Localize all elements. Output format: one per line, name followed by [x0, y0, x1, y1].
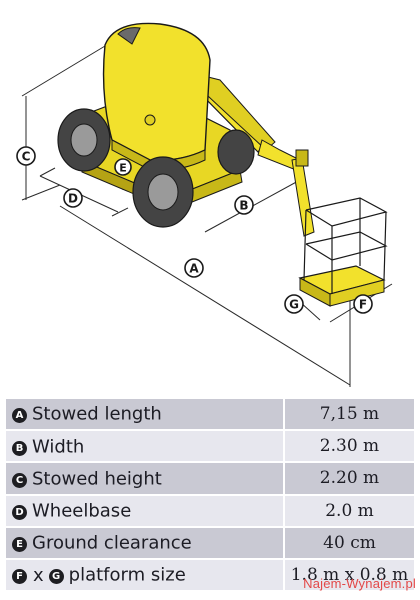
letter-badge-c: C — [12, 472, 27, 488]
spec-row-stowed-height: C Stowed height 2.20 m — [6, 462, 414, 496]
letter-badge-b: B — [12, 440, 27, 456]
letter-badge-e: E — [12, 537, 27, 553]
spec-label-cell: E Ground clearance — [6, 526, 285, 560]
svg-text:B: B — [239, 199, 248, 213]
spec-label: Width — [32, 436, 85, 458]
boom-lift-diagram: A B C D E F G — [16, 22, 393, 387]
label-d: D — [63, 188, 83, 208]
letter-badge-a: A — [12, 408, 27, 424]
spec-label: Stowed height — [32, 468, 162, 490]
watermark: Najem-Wynajem.pl — [303, 576, 416, 591]
turret — [102, 22, 211, 171]
spec-row-width: B Width 2.30 m — [6, 430, 414, 464]
spec-label-cell: D Wheelbase — [6, 494, 285, 528]
label-e: E — [114, 158, 132, 176]
svg-text:C: C — [22, 150, 31, 164]
spec-row-stowed-length: A Stowed length 7,15 m — [6, 399, 414, 432]
spec-value: 1.8 m x 0.8 m — [284, 558, 414, 593]
wheels — [57, 108, 255, 228]
spec-label: Ground clearance — [32, 532, 192, 554]
label-f: F — [353, 294, 373, 314]
spec-label-cell: A Stowed length — [6, 399, 285, 432]
letter-badge-f: F — [12, 569, 27, 585]
label-g: G — [284, 294, 304, 314]
spec-table: A Stowed length 7,15 m B Width 2.30 m C Sto… — [6, 399, 414, 593]
label-c: C — [16, 146, 36, 166]
spec-value: 7,15 m — [284, 399, 414, 432]
spec-value: 2.20 m — [284, 462, 414, 496]
spec-label: Wheelbase — [32, 500, 132, 522]
dimension-lines — [21, 39, 393, 387]
spec-row-ground-clearance: E Ground clearance 40 cm — [6, 526, 414, 560]
spec-value: 40 cm — [284, 526, 414, 560]
svg-text:A: A — [189, 262, 199, 276]
letter-badge-g: G — [48, 569, 64, 585]
letter-badge-d: D — [12, 504, 27, 520]
svg-text:E: E — [119, 162, 127, 175]
label-a: A — [184, 258, 204, 278]
spec-label: platform size — [68, 564, 186, 586]
spec-label: Stowed length — [32, 403, 162, 425]
times-sign: x — [33, 564, 44, 586]
spec-label-cell: C Stowed height — [6, 462, 285, 496]
platform-basket — [298, 197, 388, 307]
spec-value: 2.30 m — [284, 430, 414, 464]
spec-label-cell: B Width — [6, 430, 285, 464]
svg-text:F: F — [359, 298, 367, 312]
svg-text:G: G — [289, 298, 299, 312]
label-b: B — [234, 195, 254, 215]
svg-text:D: D — [68, 192, 78, 206]
spec-value: 2.0 m — [284, 494, 414, 528]
spec-row-wheelbase: D Wheelbase 2.0 m — [6, 494, 414, 528]
